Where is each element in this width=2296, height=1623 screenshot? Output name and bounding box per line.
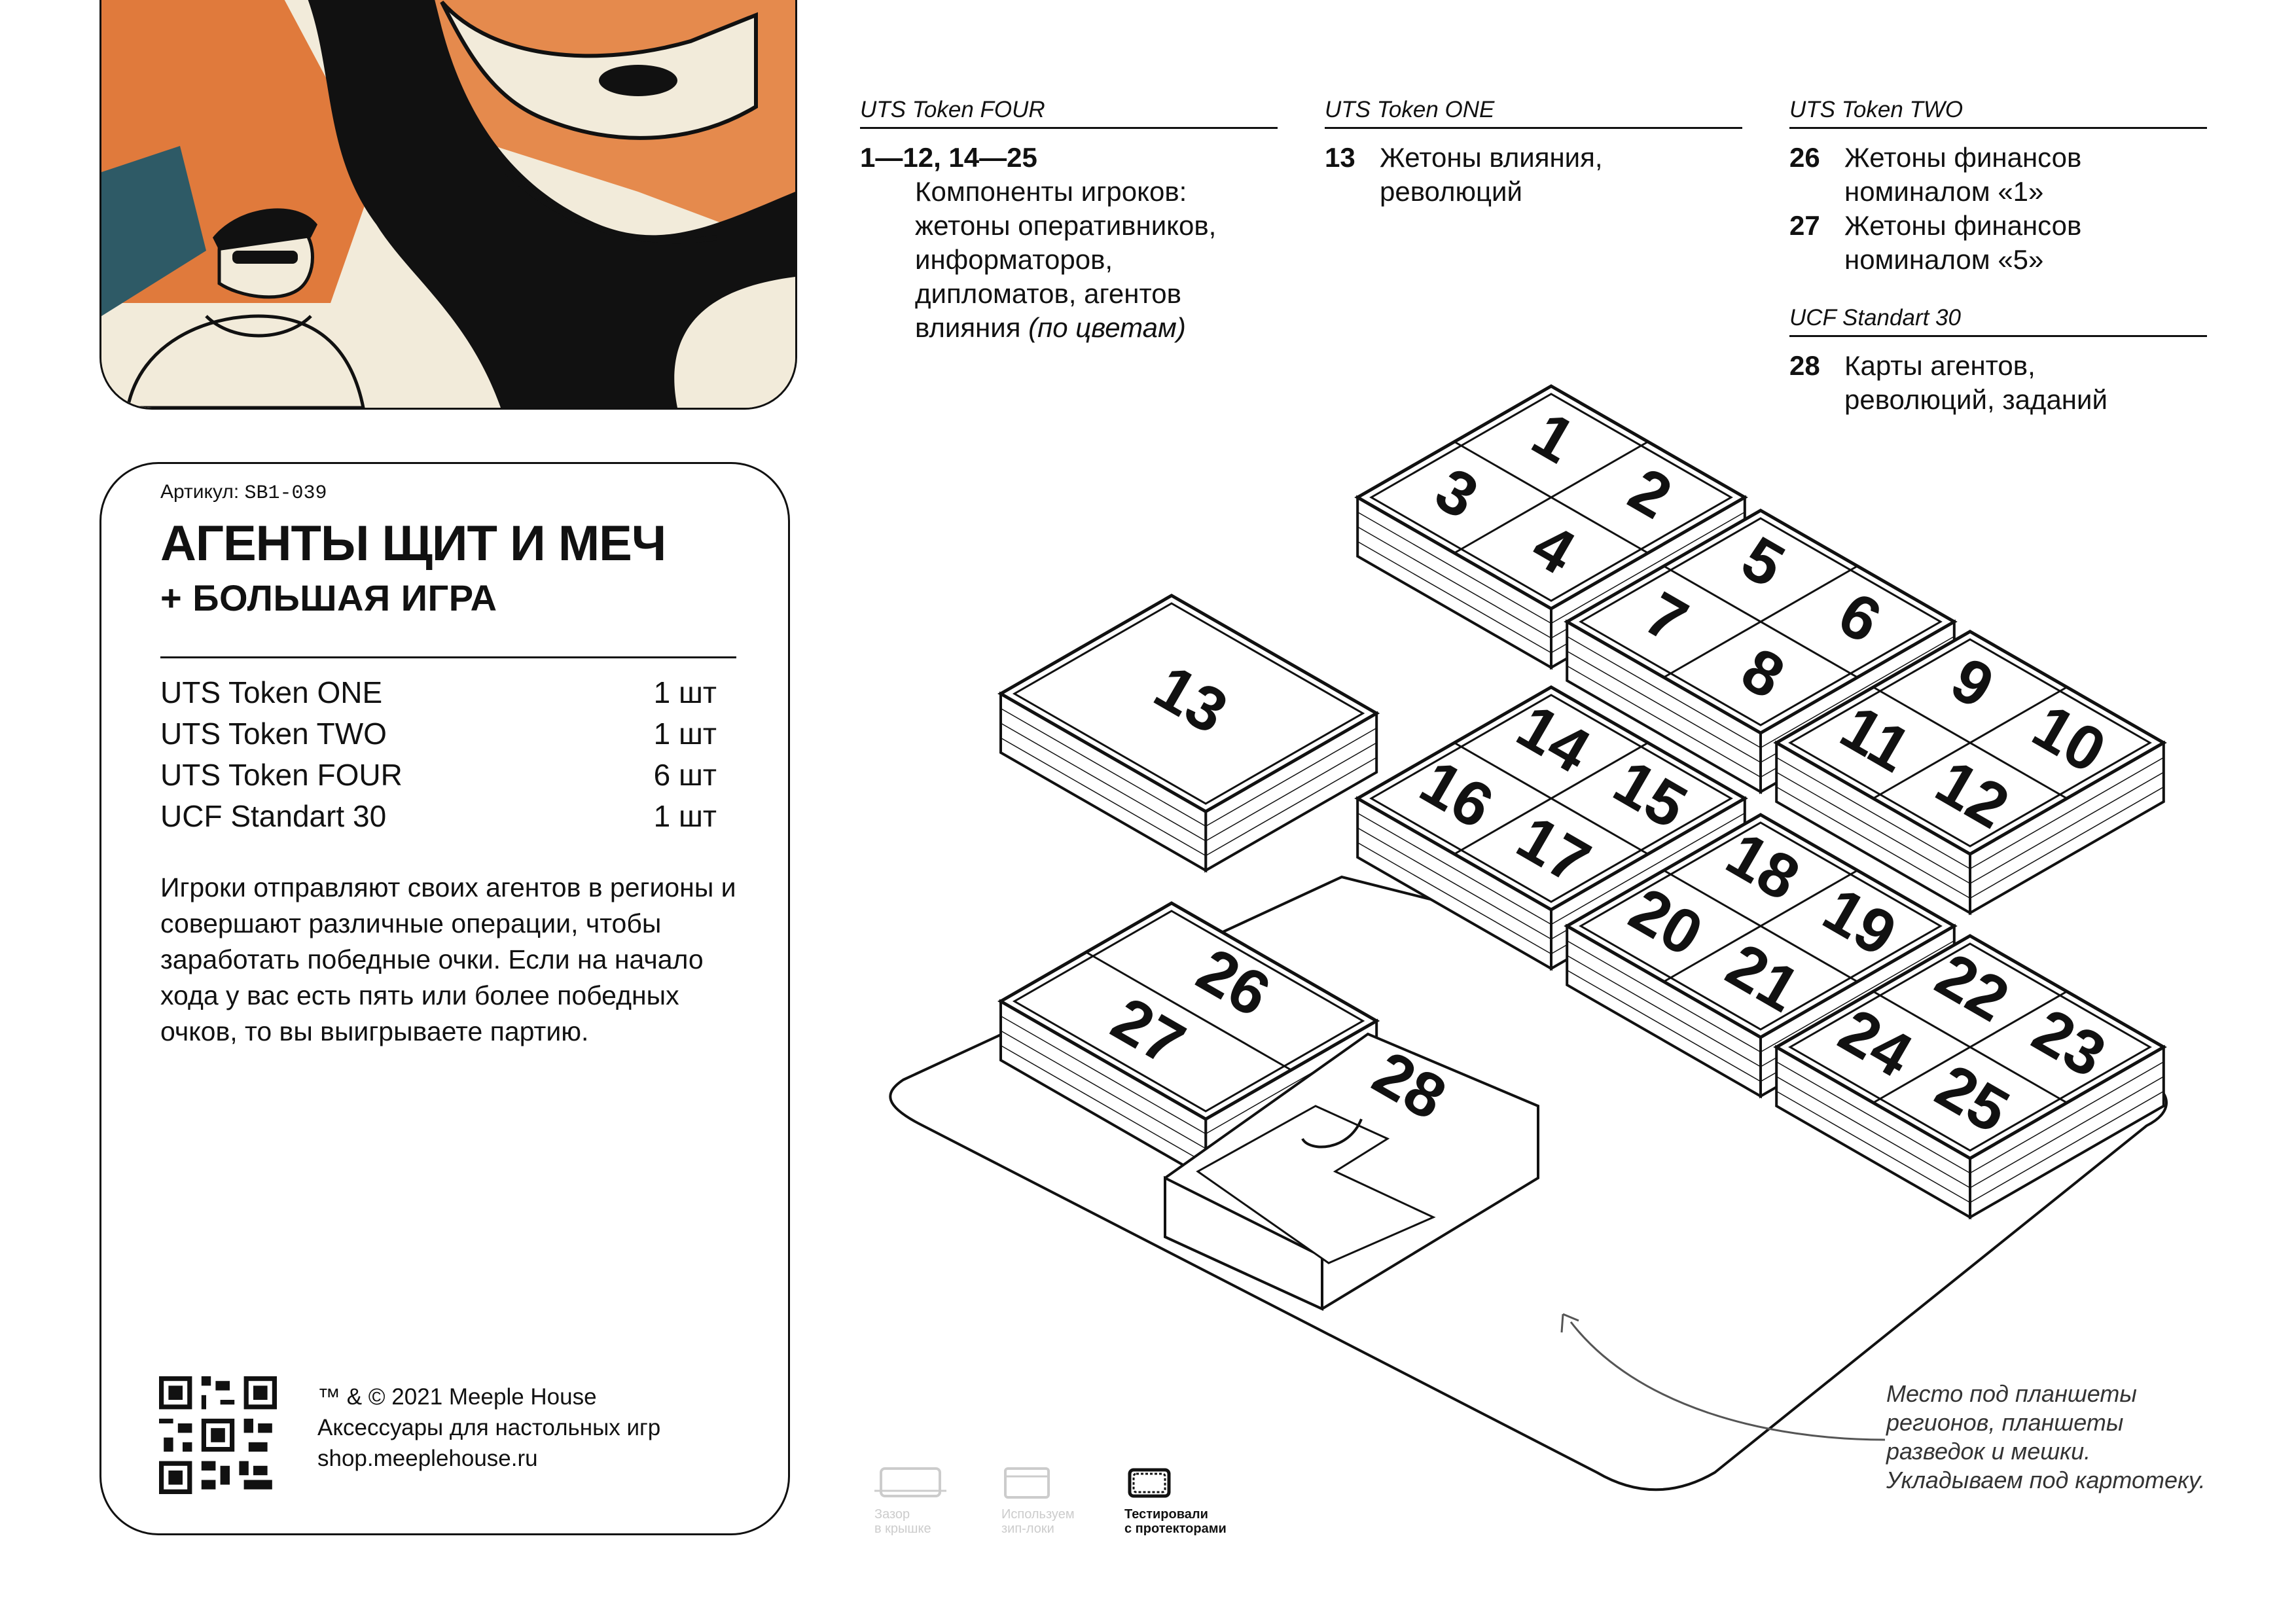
tray-numbers: 1—12, 14—25 — [860, 142, 1037, 173]
text-line: Жетоны финансов — [1844, 210, 2082, 241]
protector-icon — [1128, 1468, 1171, 1498]
text-line: дипломатов, агентов — [915, 278, 1181, 309]
pointer-arrow — [1570, 1321, 1886, 1441]
icon-label: в крышке — [874, 1522, 931, 1536]
text-line: Жетоны влияния, — [1380, 142, 1603, 173]
section-body: 1—12, 14—25 Компоненты игроков: жетоны о… — [860, 141, 1278, 345]
section-header: UCF Standart 30 — [1789, 305, 2207, 337]
contents-qty: 1 шт — [653, 675, 717, 709]
section-text: Компоненты игроков: жетоны оперативников… — [915, 175, 1278, 345]
icon-label: зип-локи — [1001, 1522, 1054, 1536]
text-line: информаторов, — [915, 244, 1113, 275]
contents-row: UCF Standart 30 1 шт — [160, 796, 717, 837]
sku-label: Артикул: — [160, 481, 240, 503]
icon-label: Зазор — [874, 1507, 910, 1522]
note-line: Укладываем под картотеку. — [1886, 1467, 2206, 1493]
contents-row: UTS Token FOUR 6 шт — [160, 755, 717, 796]
cover-illustration — [101, 0, 795, 408]
storage-note: Место под планшеты регионов, планшеты ра… — [1886, 1380, 2206, 1495]
product-subtitle: + БОЛЬШАЯ ИГРА — [160, 577, 497, 618]
feature-gap: Зазор в крышке — [874, 1465, 946, 1536]
gap-icon — [874, 1467, 946, 1497]
tray-number: 27 — [1789, 210, 1820, 241]
cover-art — [99, 0, 797, 410]
text-line: Карты агентов, — [1844, 350, 2036, 381]
section-header: UTS Token ONE — [1325, 97, 1742, 129]
text-fragment-italic: (по цветам) — [1028, 312, 1186, 343]
section-body: 28 Карты агентов, революций, заданий — [1789, 349, 2207, 417]
tagline: Аксессуары для настольных игр — [317, 1415, 661, 1440]
note-line: разведок и мешки. — [1886, 1438, 2091, 1465]
feature-zip: Используем зип-локи — [1001, 1465, 1075, 1536]
contents-list: UTS Token ONE 1 шт UTS Token TWO 1 шт UTS … — [160, 672, 717, 837]
sku: Артикул: SB1-039 — [160, 481, 327, 505]
contents-name: UTS Token TWO — [160, 717, 387, 751]
section-header: UTS Token FOUR — [860, 97, 1278, 129]
divider — [160, 656, 736, 658]
product-info-card: Артикул: SB1-039 АГЕНТЫ ЩИТ И МЕЧ + БОЛЬ… — [99, 462, 790, 1535]
section-body: 26 Жетоны финансов номиналом «1» — [1789, 141, 2207, 209]
text-line: Компоненты игроков: — [915, 176, 1187, 207]
text-line: влияния (по цветам) — [915, 311, 1278, 345]
icon-label: Используем — [1001, 1507, 1075, 1522]
text-line: Жетоны финансов — [1844, 142, 2082, 173]
icon-label: с протекторами — [1124, 1522, 1227, 1536]
tray-number: 28 — [1789, 350, 1820, 381]
text-line: жетоны оперативников, — [915, 210, 1217, 241]
section-body: 27 Жетоны финансов номиналом «5» — [1789, 209, 2207, 277]
text-fragment: влияния — [915, 312, 1021, 343]
section-uts-token-one: UTS Token ONE 13 Жетоны влияния, революц… — [1325, 97, 1742, 209]
text-line: номиналом «1» — [1844, 176, 2044, 207]
section-uts-token-two: UTS Token TWO 26 Жетоны финансов номинал… — [1789, 97, 2207, 277]
game-description: Игроки отправляют своих агентов в регион… — [160, 872, 736, 1046]
section-body: 13 Жетоны влияния, революций — [1325, 141, 1742, 209]
shop-link[interactable]: shop.meeplehouse.ru — [317, 1446, 538, 1471]
section-text: Жетоны влияния, революций — [1380, 141, 1603, 209]
text-line: революций, заданий — [1844, 384, 2108, 415]
contents-name: UCF Standart 30 — [160, 799, 387, 833]
contents-qty: 6 шт — [653, 758, 717, 792]
zip-bag-icon — [1004, 1467, 1050, 1499]
section-ucf-standart: UCF Standart 30 28 Карты агентов, револю… — [1789, 305, 2207, 417]
note-line: Место под планшеты — [1886, 1380, 2137, 1407]
arrow-head — [1560, 1313, 1579, 1333]
section-uts-token-four: UTS Token FOUR 1—12, 14—25 Компоненты иг… — [860, 97, 1278, 345]
tray-number: 13 — [1325, 142, 1355, 173]
tray-number: 26 — [1789, 142, 1820, 173]
copyright: ™ & © 2021 Meeple House — [317, 1384, 597, 1410]
feature-protectors: Тестировали с протекторами — [1124, 1465, 1227, 1536]
contents-row: UTS Token TWO 1 шт — [160, 713, 717, 755]
contents-name: UTS Token ONE — [160, 675, 383, 709]
section-text: Жетоны финансов номиналом «1» — [1844, 141, 2081, 209]
text-line: номиналом «5» — [1844, 244, 2044, 275]
section-text: Жетоны финансов номиналом «5» — [1844, 209, 2081, 277]
section-header: UTS Token TWO — [1789, 97, 2207, 129]
note-line: регионов, планшеты — [1886, 1409, 2124, 1436]
contents-name: UTS Token FOUR — [160, 758, 403, 792]
icon-label: Тестировали — [1124, 1507, 1208, 1522]
contents-qty: 1 шт — [653, 799, 717, 833]
text-line: революций — [1380, 176, 1522, 207]
product-title: АГЕНТЫ ЩИТ И МЕЧ — [160, 516, 666, 571]
sku-value: SB1-039 — [244, 482, 327, 505]
contents-qty: 1 шт — [653, 717, 717, 751]
section-text: Карты агентов, революций, заданий — [1844, 349, 2108, 417]
tray-13: 13 — [997, 594, 1380, 873]
contents-row: UTS Token ONE 1 шт — [160, 672, 717, 713]
legal-text: ™ & © 2021 Meeple House Аксессуары для н… — [317, 1382, 660, 1474]
qr-code-icon — [159, 1376, 277, 1494]
